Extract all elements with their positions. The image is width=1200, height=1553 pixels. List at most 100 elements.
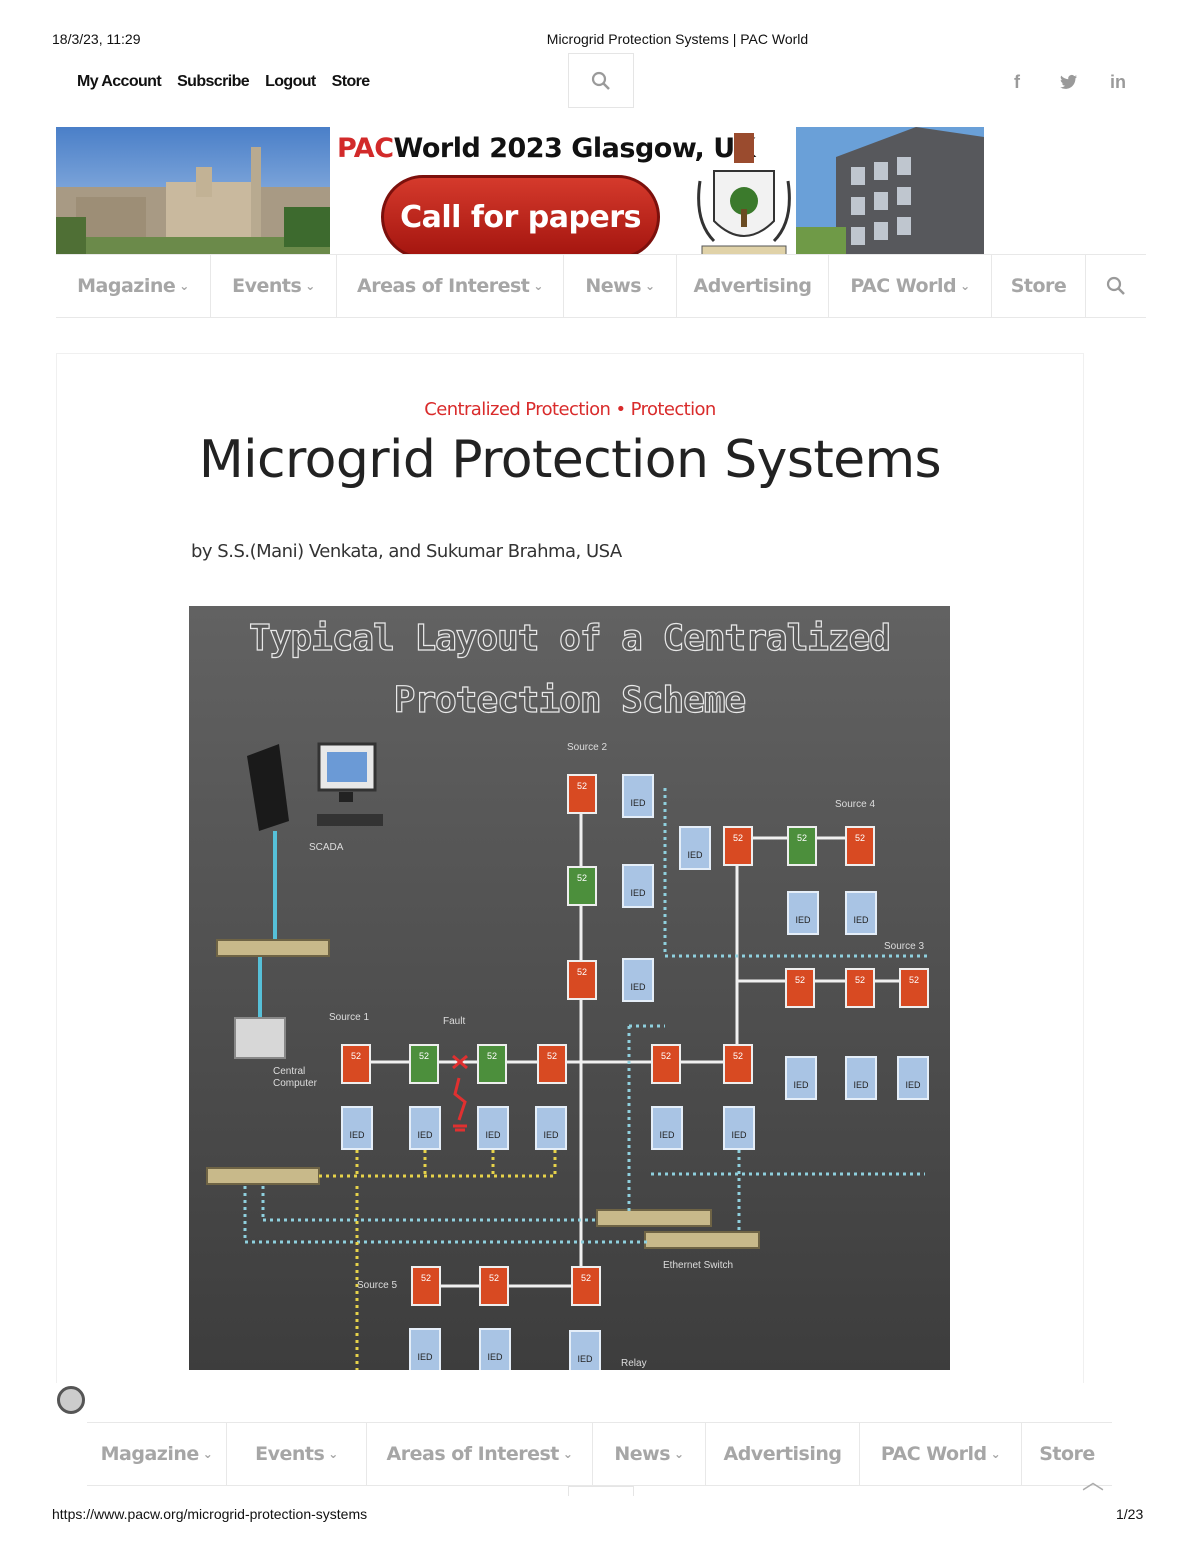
ied: IED: [409, 1106, 441, 1150]
nav-magazine-label: Magazine: [77, 275, 176, 297]
sticky-nav-news-label: News: [614, 1443, 671, 1465]
category-centralized-protection[interactable]: Centralized Protection: [424, 399, 611, 420]
scroll-to-top-icon[interactable]: ︿: [1082, 1469, 1105, 1494]
sticky-nav-advertising-label: Advertising: [723, 1443, 843, 1465]
breaker: 52: [785, 968, 815, 1008]
sticky-nav-store[interactable]: Store: [1022, 1423, 1112, 1485]
logout-link[interactable]: Logout: [265, 73, 316, 90]
label-source-1: Source 1: [329, 1012, 370, 1023]
breaker: 52: [845, 968, 875, 1008]
call-for-papers-button[interactable]: Call for papers: [381, 175, 660, 259]
sticky-nav-pac-world[interactable]: PAC World⌄: [860, 1423, 1022, 1485]
ied: IED: [845, 1056, 877, 1100]
breaker: 52: [651, 1044, 681, 1084]
breaker: 52: [567, 866, 597, 906]
breaker: 52: [567, 774, 597, 814]
chevron-down-icon: ⌄: [990, 1447, 1001, 1461]
ied: IED: [622, 958, 654, 1002]
article-title: Microgrid Protection Systems: [198, 430, 942, 490]
nav-store[interactable]: Store: [992, 255, 1086, 317]
building-image: [796, 127, 984, 265]
sticky-nav-events-label: Events: [255, 1443, 325, 1465]
breaker: 52: [479, 1266, 509, 1306]
scada-computer: [247, 742, 383, 831]
store-link[interactable]: Store: [331, 73, 371, 90]
breaker: 52: [723, 1044, 753, 1084]
nav-search-button[interactable]: [1086, 255, 1146, 317]
ied: IED: [651, 1106, 683, 1150]
nav-news[interactable]: News⌄: [564, 255, 677, 317]
chevron-down-icon: ⌄: [328, 1447, 338, 1461]
nav-events-label: Events: [232, 275, 302, 297]
ied: IED: [787, 891, 819, 935]
nav-areas-of-interest[interactable]: Areas of Interest⌄: [337, 255, 564, 317]
sticky-nav-store-label: Store: [1039, 1443, 1095, 1465]
header-search-button[interactable]: [568, 53, 634, 108]
ied: IED: [679, 826, 711, 870]
print-footer-url: https://www.pacw.org/microgrid-protectio…: [52, 1506, 368, 1522]
fault-marker: [452, 1054, 468, 1132]
label-computer: Computer: [273, 1078, 317, 1089]
breaker: 52: [845, 826, 875, 866]
label-fault: Fault: [443, 1016, 466, 1027]
twitter-icon[interactable]: [1060, 74, 1078, 95]
sticky-nav-areas-label: Areas of Interest: [386, 1443, 560, 1465]
breaker: 52: [411, 1266, 441, 1306]
clock-icon[interactable]: [57, 1386, 85, 1414]
label-source-4: Source 4: [835, 799, 876, 810]
nav-advertising-label: Advertising: [693, 275, 813, 297]
chevron-down-icon: ⌄: [533, 279, 543, 293]
breaker: 52: [899, 968, 929, 1008]
banner-headline: PACWorld 2023 Glasgow, UK: [337, 133, 756, 164]
label-source-2: Source 2: [567, 742, 608, 753]
label-source-3: Source 3: [884, 941, 925, 952]
label-ethernet-switch: Ethernet Switch: [663, 1260, 734, 1271]
chevron-down-icon: ⌄: [674, 1447, 684, 1461]
article-categories: Centralized Protection • Protection: [56, 399, 1084, 420]
nav-areas-label: Areas of Interest: [357, 275, 530, 297]
main-nav: Magazine⌄ Events⌄ Areas of Interest⌄ New…: [56, 254, 1146, 318]
nav-magazine[interactable]: Magazine⌄: [56, 255, 211, 317]
nav-advertising[interactable]: Advertising: [677, 255, 829, 317]
diagram-title-line1: Typical Layout of a Centralized: [248, 617, 891, 659]
article-byline: by S.S.(Mani) Venkata, and Sukumar Brahm…: [191, 541, 622, 562]
ied: IED: [723, 1106, 755, 1150]
breaker: 52: [787, 826, 817, 866]
chevron-down-icon: ⌄: [960, 279, 970, 293]
ied: IED: [845, 891, 877, 935]
diagram-title-line2: Protection Scheme: [393, 679, 747, 721]
ied: IED: [535, 1106, 567, 1150]
nav-store-label: Store: [1010, 275, 1067, 297]
chevron-down-icon: ⌄: [645, 279, 655, 293]
breaker: 52: [567, 960, 597, 1000]
nav-news-label: News: [585, 275, 642, 297]
linkedin-icon[interactable]: in: [1110, 72, 1126, 92]
sticky-nav-advertising[interactable]: Advertising: [706, 1423, 860, 1485]
breaker: 52: [571, 1266, 601, 1306]
ied: IED: [785, 1056, 817, 1100]
sticky-nav-news[interactable]: News⌄: [593, 1423, 706, 1485]
breaker: 52: [409, 1044, 439, 1084]
sticky-nav-magazine[interactable]: Magazine⌄: [87, 1423, 227, 1485]
search-icon: [591, 71, 610, 90]
ied: IED: [622, 774, 654, 818]
ied: IED: [569, 1330, 601, 1370]
print-datetime: 18/3/23, 11:29: [52, 31, 141, 47]
label-central: Central: [273, 1066, 306, 1077]
nav-events[interactable]: Events⌄: [211, 255, 337, 317]
nav-pac-world[interactable]: PAC World⌄: [829, 255, 992, 317]
label-relay: Relay: [621, 1358, 647, 1369]
print-page-title: Microgrid Protection Systems | PAC World: [546, 31, 809, 47]
label-scada: SCADA: [309, 842, 344, 853]
banner-world-text: World 2023 Glasgow, UK: [393, 133, 756, 164]
subscribe-link[interactable]: Subscribe: [177, 73, 250, 90]
sticky-nav-magazine-label: Magazine: [100, 1443, 200, 1465]
banner-ad[interactable]: PACWorld 2023 Glasgow, UK Call for paper…: [56, 127, 984, 265]
sticky-nav-events[interactable]: Events⌄: [227, 1423, 367, 1485]
category-protection[interactable]: Protection: [630, 399, 717, 420]
ied: IED: [341, 1106, 373, 1150]
my-account-link[interactable]: My Account: [77, 73, 162, 90]
facebook-icon[interactable]: f: [1014, 72, 1020, 92]
sticky-nav-areas-of-interest[interactable]: Areas of Interest⌄: [367, 1423, 593, 1485]
label-source-5: Source 5: [357, 1280, 398, 1291]
